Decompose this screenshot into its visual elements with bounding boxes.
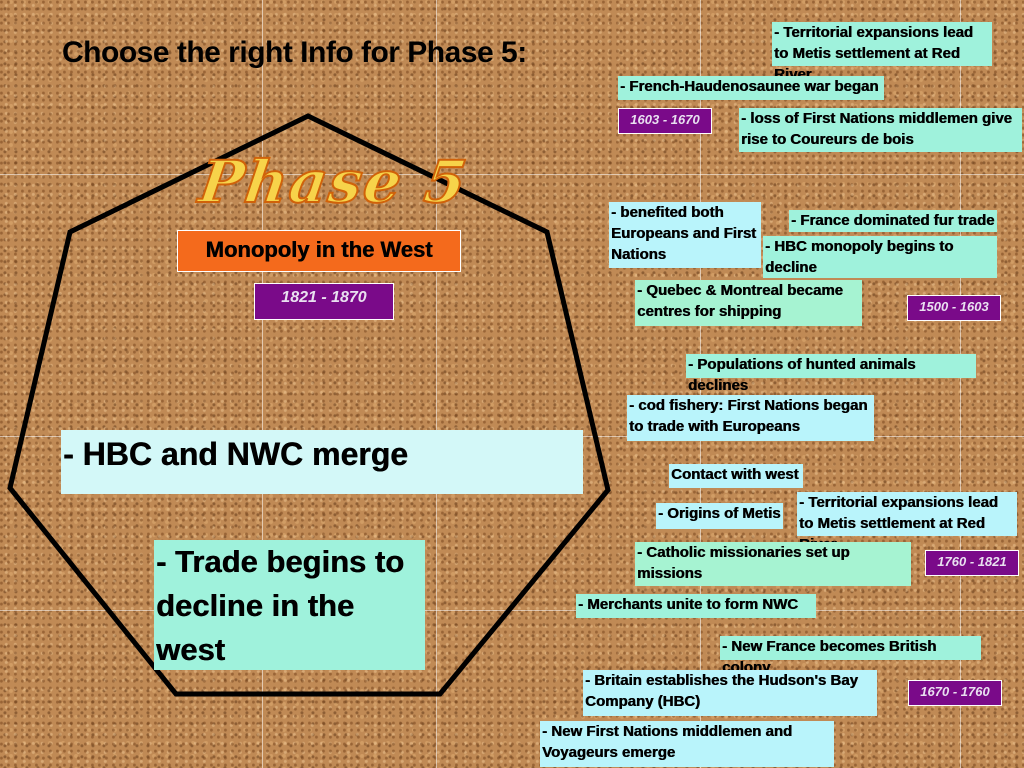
answer-card[interactable]: - Catholic missionaries set up missions xyxy=(635,542,911,586)
grid-line xyxy=(0,174,1024,175)
answer-card[interactable]: Contact with west xyxy=(669,464,803,488)
answer-card[interactable]: - Territorial expansions lead to Metis s… xyxy=(797,492,1017,553)
date-card[interactable]: 1603 - 1670 xyxy=(618,108,712,134)
phase-name-label: Monopoly in the West xyxy=(177,230,461,272)
answer-card[interactable]: - HBC monopoly begins to decline xyxy=(763,236,997,278)
answer-card[interactable]: - France dominated fur trade xyxy=(789,210,997,232)
answer-card[interactable]: - New First Nations middlemen and Voyage… xyxy=(540,721,834,767)
date-card[interactable]: 1670 - 1760 xyxy=(908,680,1002,706)
answer-card[interactable]: - Merchants unite to form NWC xyxy=(576,594,816,618)
answer-card[interactable]: - cod fishery: First Nations began to tr… xyxy=(627,395,874,441)
grid-line xyxy=(262,0,263,768)
selected-card[interactable]: - HBC and NWC merge xyxy=(61,430,583,494)
phase-logo: Phase 5 xyxy=(194,147,473,217)
phase-dates-label: 1821 - 1870 xyxy=(254,283,394,320)
answer-card[interactable]: - French-Haudenosaunee war began xyxy=(618,76,884,100)
answer-card[interactable]: - Populations of hunted animals declines xyxy=(686,354,976,394)
date-card[interactable]: 1500 - 1603 xyxy=(907,295,1001,321)
answer-card[interactable]: - loss of First Nations middlemen give r… xyxy=(739,108,1022,152)
answer-card[interactable]: - Britain establishes the Hudson's Bay C… xyxy=(583,670,877,716)
answer-card[interactable]: - New France becomes British colony xyxy=(720,636,981,676)
answer-card[interactable]: - Origins of Metis xyxy=(656,503,783,529)
answer-card[interactable]: - benefited both Europeans and First Nat… xyxy=(609,202,761,268)
answer-card[interactable]: - Territorial expansions lead to Metis s… xyxy=(772,22,992,83)
answer-card[interactable]: - Quebec & Montreal became centres for s… xyxy=(635,280,862,326)
grid-line xyxy=(960,0,961,768)
grid-line xyxy=(436,0,437,768)
grid-line xyxy=(700,0,701,768)
date-card[interactable]: 1760 - 1821 xyxy=(925,550,1019,576)
slide-title: Choose the right Info for Phase 5: xyxy=(62,36,527,69)
selected-card[interactable]: - Trade begins to decline in the west xyxy=(154,540,425,670)
